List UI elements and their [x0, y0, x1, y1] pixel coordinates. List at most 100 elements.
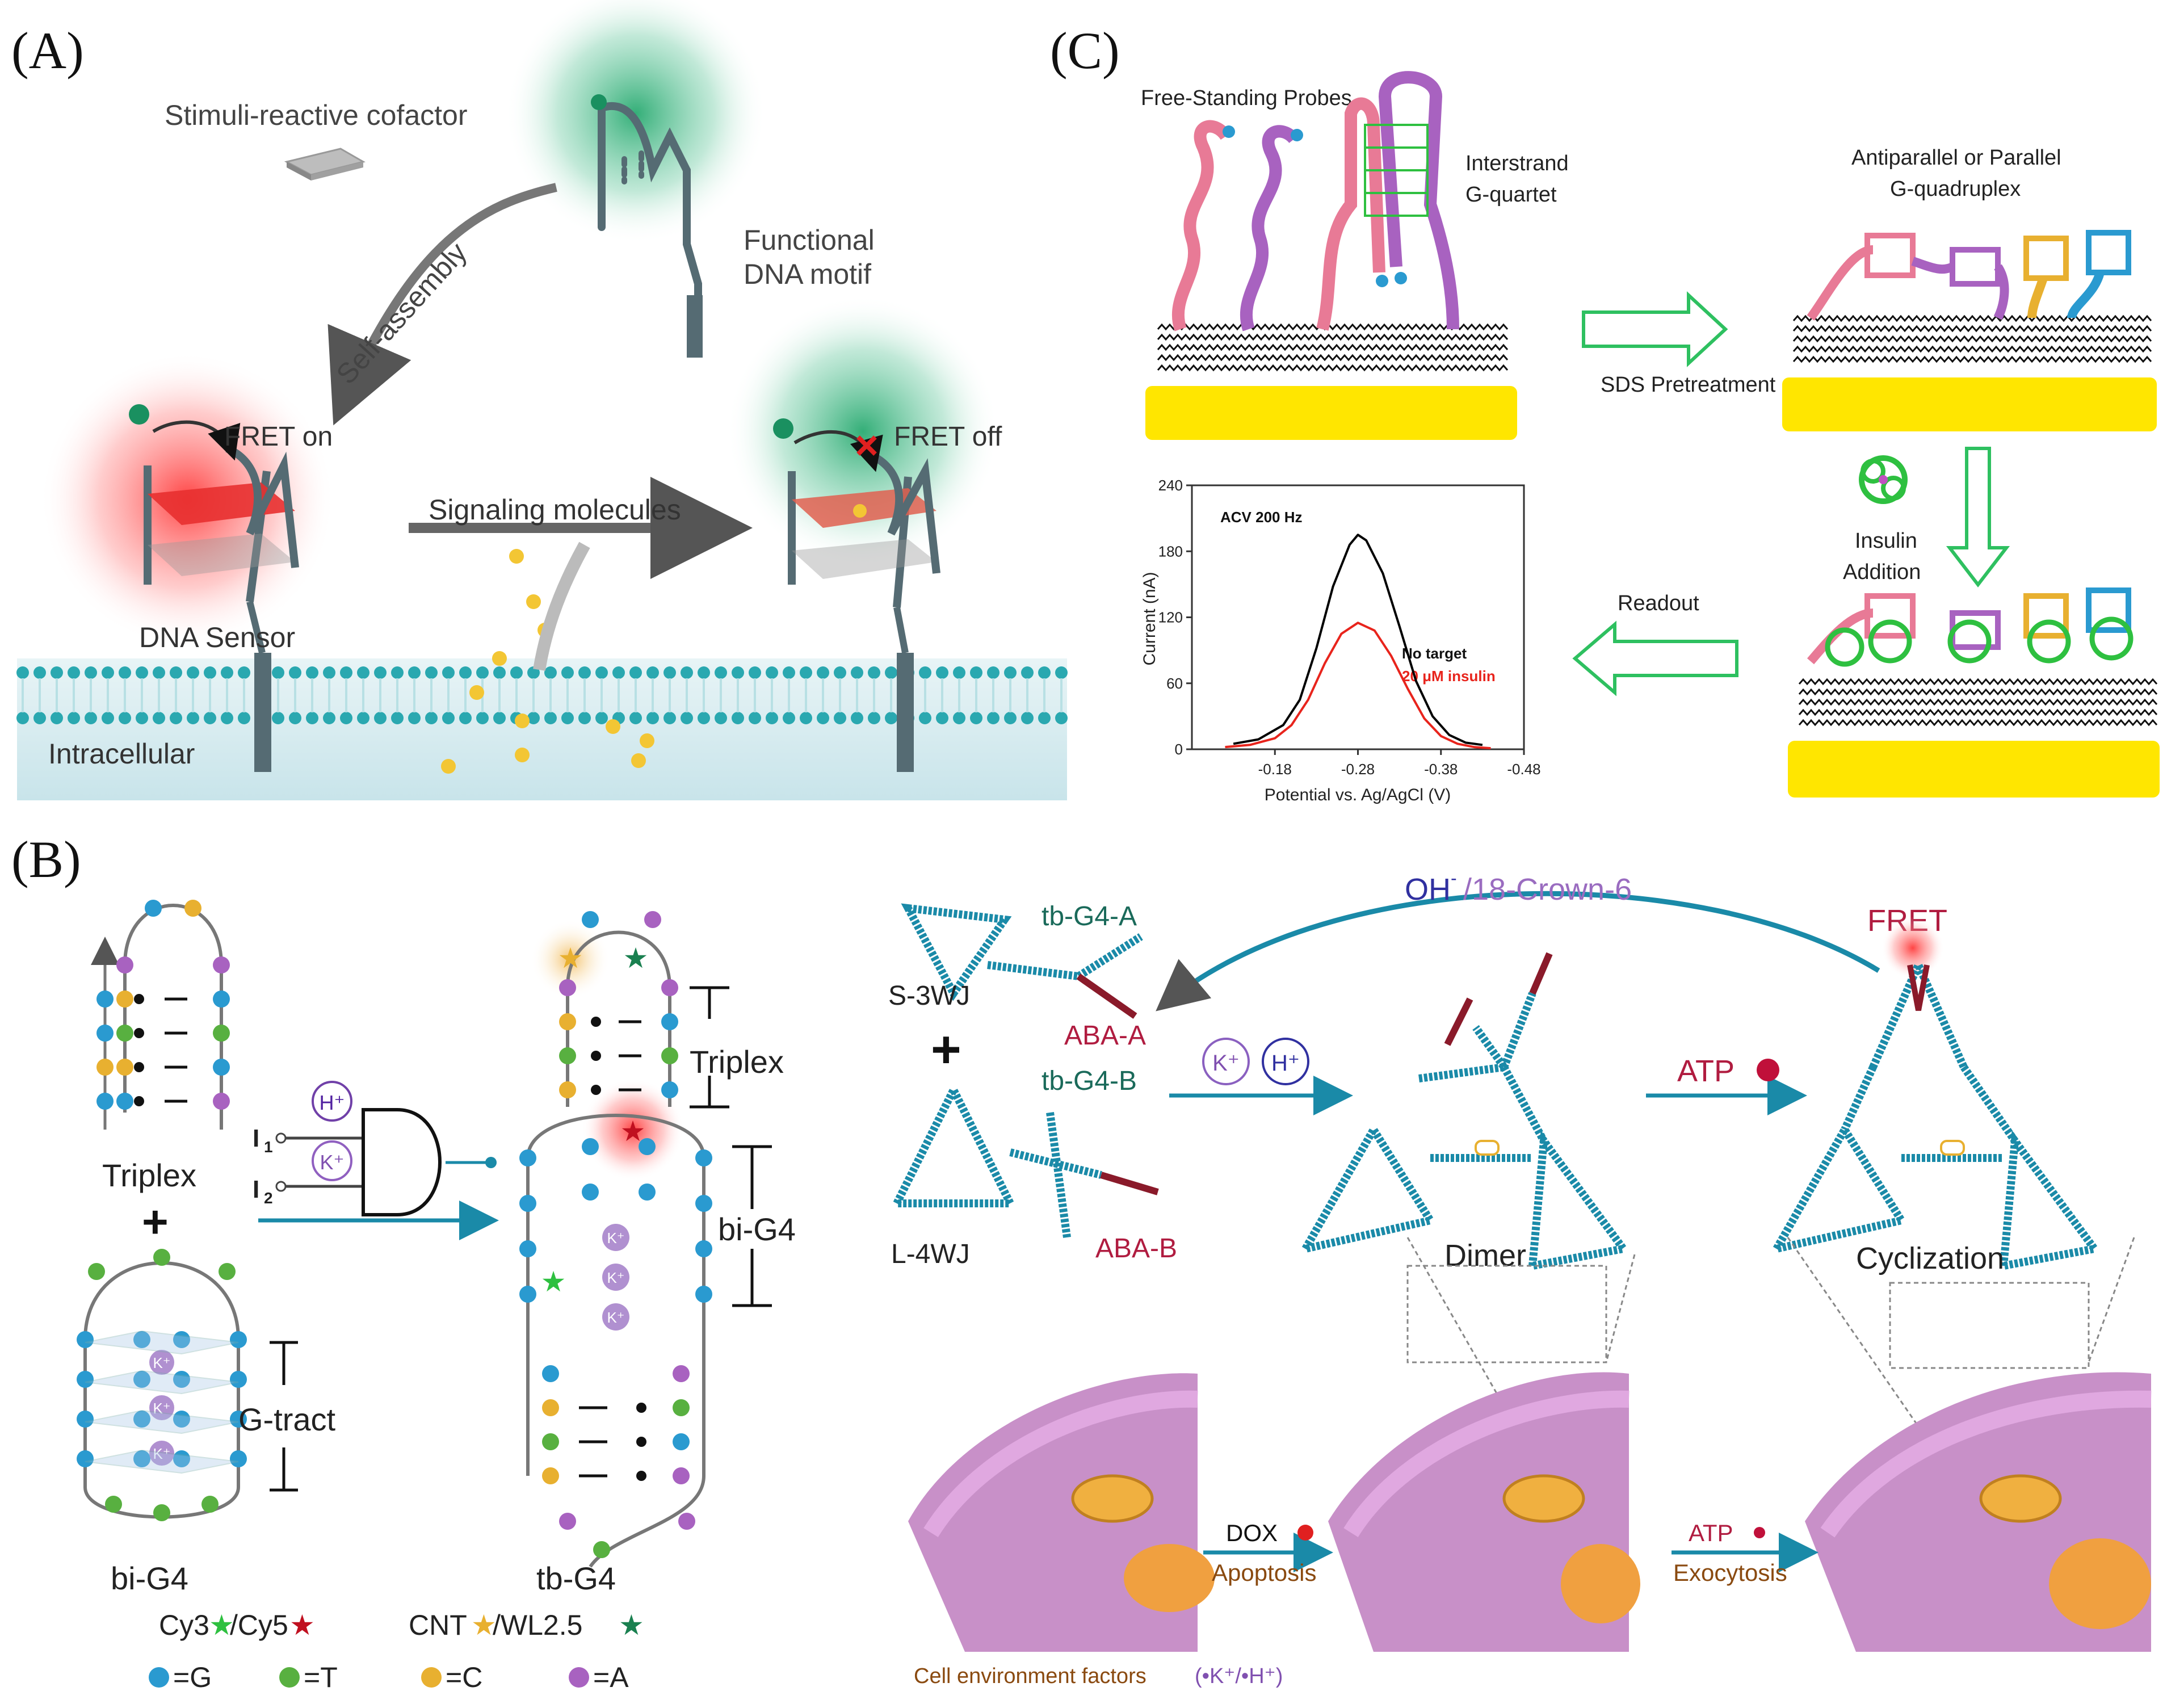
k-ion-text: K⁺: [607, 1269, 624, 1286]
plus-sign-right: +: [931, 1021, 961, 1078]
nucleotide-bead: [116, 956, 133, 973]
bi-g4-right-label: bi-G4: [718, 1211, 796, 1247]
nucleotide-bead: [105, 1496, 122, 1513]
probe-purple-2: [1378, 71, 1459, 330]
lipid-head: [715, 666, 727, 679]
lipid-head: [33, 712, 46, 724]
g-quartet-plane: [85, 1370, 239, 1395]
alkanethiol-row: [1792, 335, 2152, 343]
panel-a-label: (A): [11, 22, 84, 79]
lipid-head: [817, 712, 829, 724]
k-ion-text: K⁺: [607, 1229, 624, 1247]
lipid-head: [715, 712, 727, 724]
k-plus-text: K⁺: [320, 1151, 344, 1174]
nucleotide-bead: [582, 1184, 599, 1201]
lipid-head: [544, 666, 557, 679]
nucleotide-bead: [96, 991, 114, 1008]
probe-purple-2-tag: [1395, 272, 1407, 284]
series-line-1: [1225, 622, 1491, 750]
cy5-star-icon: ★: [289, 1609, 315, 1641]
insulin-arrow: [1946, 447, 2010, 587]
k-plus-input-icon: [312, 1140, 352, 1181]
lipid-head: [953, 712, 965, 724]
nucleotide-bead: [96, 1025, 114, 1042]
lipid-head: [1055, 666, 1068, 679]
acv-chart: ACV 200 Hz Current (nA) Potential vs. Ag…: [1140, 477, 1541, 804]
k-ion-text: K⁺: [153, 1400, 170, 1417]
lipid-head: [681, 666, 693, 679]
legend-cnt: CNT: [409, 1609, 467, 1641]
panel-b-right: OH - /18-Crown-6 FRET tb-G4-A S-3WJ ABA-…: [888, 868, 2152, 1688]
monolayer-right-top: [1792, 314, 2152, 363]
lipid-head: [51, 666, 63, 679]
dox-label: DOX: [1226, 1520, 1278, 1546]
motif-label-1: Functional: [744, 224, 875, 256]
lipid-head: [340, 712, 352, 724]
nucleotide-bead: [116, 991, 133, 1008]
nucleotide-bead: [593, 1541, 610, 1558]
gold-electrode-right-top: [1782, 377, 2157, 431]
lipid-head: [68, 666, 80, 679]
h-circle-text: H⁺: [1271, 1051, 1300, 1076]
y-tick-label: 120: [1158, 609, 1183, 626]
nucleotide-bead: [116, 1059, 133, 1076]
cell-middle: [1328, 1372, 1640, 1652]
lipid-head: [936, 666, 948, 679]
lipid-head: [834, 712, 846, 724]
lipid-head: [544, 712, 557, 724]
lipid-head: [868, 666, 880, 679]
bi-g4-structure: K⁺K⁺K⁺: [77, 1249, 247, 1521]
c-bead-icon: [421, 1667, 442, 1688]
chart-ylabel: Current (nA): [1140, 572, 1159, 665]
l-4wj-structure: [890, 1081, 1159, 1238]
nucleotide-bead: [542, 1433, 559, 1450]
nucleotide-bead: [559, 979, 576, 996]
insulin-bound-structures: [1807, 587, 2134, 667]
dimer-structure: [1297, 952, 1631, 1271]
insulin-label-1: Insulin: [1855, 529, 1917, 553]
lipid-head: [766, 666, 778, 679]
k-ion-icon: [602, 1264, 629, 1291]
nucleotide-bead: [639, 1138, 656, 1155]
lipid-head: [800, 666, 812, 679]
pairing-dot: [134, 1096, 144, 1106]
lipid-head: [919, 666, 931, 679]
pairing-dot: [636, 1471, 646, 1481]
input-i1-label: I: [253, 1124, 259, 1152]
lipid-head: [953, 666, 965, 679]
alkanethiol-row: [1157, 364, 1509, 372]
nucleotide-bead: [116, 1093, 133, 1110]
lipid-head: [800, 712, 812, 724]
nucleotide-bead: [519, 1286, 536, 1303]
fluorophore-green-right: [773, 418, 793, 439]
lipid-head: [306, 666, 318, 679]
nucleotide-bead: [213, 1093, 230, 1110]
alkanethiol-row: [1157, 343, 1509, 351]
lipid-head: [1004, 712, 1017, 724]
k-ion-text: K⁺: [153, 1445, 170, 1462]
k-ion-icon: [149, 1395, 174, 1420]
lipid-head: [425, 666, 438, 679]
nucleotide-bead: [673, 1433, 690, 1450]
k-ion-icon: [602, 1224, 629, 1251]
nucleotide-bead: [542, 1467, 559, 1484]
lipid-head: [459, 712, 472, 724]
nucleotide-bead: [173, 1331, 190, 1348]
lipid-head: [1004, 666, 1017, 679]
tb-g4-b-label: tb-G4-B: [1041, 1066, 1137, 1096]
alkanethiol-row: [1792, 314, 2152, 322]
a-bead-icon: [569, 1667, 589, 1688]
x-tick-label: -0.18: [1258, 761, 1292, 778]
pairing-dot: [591, 1017, 601, 1027]
lipid-head: [170, 712, 182, 724]
lipid-head: [987, 712, 999, 724]
lipid-head: [187, 666, 199, 679]
nucleotide-bead: [230, 1411, 247, 1428]
k-ion-icon: [149, 1441, 174, 1466]
exocytosis-label: Exocytosis: [1673, 1559, 1787, 1586]
fret-glow: [1882, 917, 1944, 979]
lipid-head: [33, 666, 46, 679]
lipid-head: [374, 712, 387, 724]
